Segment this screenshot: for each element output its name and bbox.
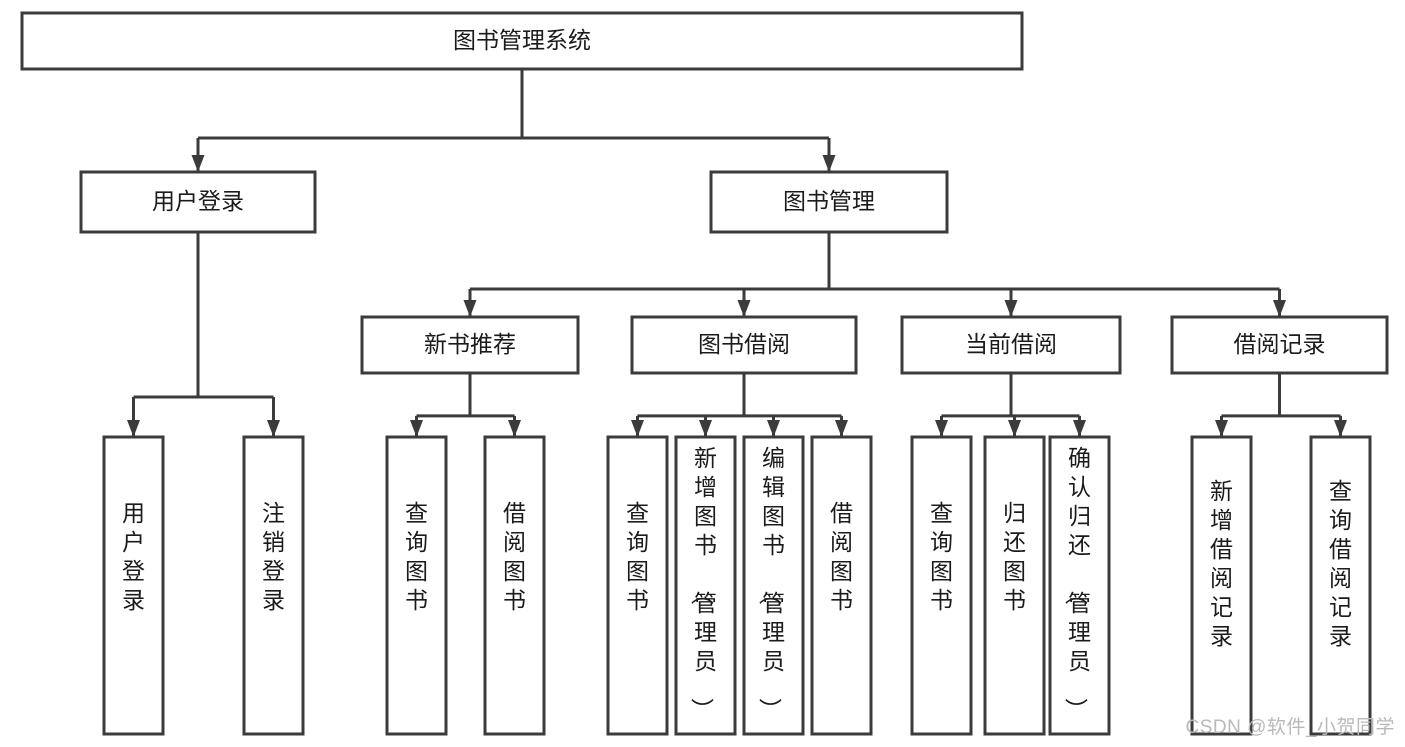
arrow-head-icon: [631, 420, 644, 437]
arrow-head-icon: [1004, 300, 1018, 317]
node-box-borrow-record: [1170, 315, 1389, 375]
node-leaf-query-book-2[interactable]: 查询图书: [606, 435, 669, 736]
node-box-leaf-borrow-book-2: [810, 435, 873, 736]
watermark-text: CSDN @软件_小贺同学: [1185, 717, 1395, 738]
node-box-leaf-user-login: [102, 435, 165, 736]
arrow-head-icon: [267, 420, 280, 437]
node-leaf-borrow-book-2[interactable]: 借阅图书: [810, 435, 873, 736]
arrow-head-icon: [1008, 420, 1021, 437]
node-leaf-user-login[interactable]: 用户登录: [102, 435, 165, 736]
edge-group-current-borrow: [935, 373, 1086, 437]
node-box-leaf-query-book-3: [910, 435, 973, 736]
edge-group-borrow-record: [1215, 373, 1347, 437]
node-box-leaf-query-book-2: [606, 435, 669, 736]
node-label-leaf-query-book-1: 查询图书: [405, 500, 428, 613]
node-borrow-record[interactable]: 借阅记录: [1170, 315, 1389, 375]
arrow-head-icon: [1273, 300, 1286, 317]
node-box-leaf-add-record: [1190, 435, 1253, 736]
node-leaf-edit-book[interactable]: 编辑图书（管理员）: [742, 435, 805, 736]
node-leaf-add-record[interactable]: 新增借阅记录: [1190, 435, 1253, 736]
node-label-leaf-query-book-3: 查询图书: [930, 500, 953, 613]
node-label-leaf-query-record: 查询借阅记录: [1329, 478, 1352, 649]
node-box-leaf-add-book: [674, 435, 737, 736]
arrow-head-icon: [1334, 420, 1347, 437]
node-leaf-query-book-3[interactable]: 查询图书: [910, 435, 973, 736]
node-label-leaf-return-book: 归还图书: [1003, 500, 1026, 613]
arrow-head-icon: [699, 420, 712, 437]
node-box-leaf-borrow-book-1: [483, 435, 546, 736]
node-box-leaf-return-book: [983, 435, 1046, 736]
node-label-root: 图书管理系统: [453, 27, 591, 53]
node-box-leaf-user-logout: [242, 435, 305, 736]
node-box-book-manage: [709, 170, 949, 234]
node-leaf-add-book[interactable]: 新增图书（管理员）: [674, 435, 737, 736]
arrow-head-icon: [767, 420, 780, 437]
node-label-borrow-record: 借阅记录: [1234, 331, 1326, 357]
node-box-leaf-edit-book: [742, 435, 805, 736]
node-label-current-borrow: 当前借阅: [965, 331, 1057, 357]
edge-group-new-book-rec: [410, 373, 521, 437]
node-box-book-borrow: [630, 315, 858, 375]
node-book-manage[interactable]: 图书管理: [709, 170, 949, 234]
arrow-head-icon: [737, 300, 751, 317]
arrow-head-icon: [191, 155, 205, 172]
node-leaf-confirm-return[interactable]: 确认归还（管理员）: [1048, 435, 1111, 736]
node-leaf-return-book[interactable]: 归还图书: [983, 435, 1046, 736]
node-leaf-borrow-book-1[interactable]: 借阅图书: [483, 435, 546, 736]
node-leaf-user-logout[interactable]: 注销登录: [242, 435, 305, 736]
nodes-layer: 图书管理系统用户登录图书管理新书推荐图书借阅当前借阅借阅记录用户登录注销登录查询…: [20, 11, 1389, 736]
node-label-leaf-borrow-book-2: 借阅图书: [830, 500, 853, 613]
arrow-head-icon: [127, 420, 140, 437]
arrow-head-icon: [822, 155, 836, 172]
node-label-leaf-query-book-2: 查询图书: [626, 500, 649, 613]
node-label-leaf-confirm-return: 确认归还（管理员）: [1063, 445, 1091, 721]
arrow-head-icon: [463, 300, 477, 317]
node-box-user-login: [79, 170, 317, 234]
node-user-login[interactable]: 用户登录: [79, 170, 317, 234]
node-current-borrow[interactable]: 当前借阅: [900, 315, 1122, 375]
node-box-leaf-query-record: [1309, 435, 1372, 736]
node-label-new-book-rec: 新书推荐: [424, 331, 516, 357]
node-new-book-rec[interactable]: 新书推荐: [360, 315, 580, 375]
node-label-book-manage: 图书管理: [783, 188, 875, 214]
arrow-head-icon: [935, 420, 948, 437]
arrow-head-icon: [835, 420, 848, 437]
node-label-book-borrow: 图书借阅: [698, 331, 790, 357]
node-box-leaf-query-book-1: [385, 435, 448, 736]
node-leaf-query-book-1[interactable]: 查询图书: [385, 435, 448, 736]
node-box-current-borrow: [900, 315, 1122, 375]
arrow-head-icon: [410, 420, 423, 437]
node-label-leaf-edit-book: 编辑图书（管理员）: [757, 445, 785, 721]
node-book-borrow[interactable]: 图书借阅: [630, 315, 858, 375]
node-box-leaf-confirm-return: [1048, 435, 1111, 736]
edge-group-root: [191, 69, 836, 172]
arrow-head-icon: [1215, 420, 1228, 437]
connectors-layer: [127, 69, 1347, 437]
node-label-leaf-add-book: 新增图书（管理员）: [689, 445, 717, 721]
edge-group-book-manage: [463, 232, 1286, 317]
node-label-leaf-borrow-book-1: 借阅图书: [503, 500, 526, 613]
node-label-user-login: 用户登录: [152, 188, 244, 214]
arrow-head-icon: [1073, 420, 1086, 437]
node-root[interactable]: 图书管理系统: [20, 11, 1024, 71]
edge-group-user-login: [127, 232, 280, 437]
node-box-root: [20, 11, 1024, 71]
arrow-head-icon: [508, 420, 521, 437]
node-label-leaf-user-login: 用户登录: [122, 500, 145, 613]
node-leaf-query-record[interactable]: 查询借阅记录: [1309, 435, 1372, 736]
node-label-leaf-user-logout: 注销登录: [262, 500, 285, 613]
node-label-leaf-add-record: 新增借阅记录: [1210, 478, 1233, 649]
edge-group-book-borrow: [631, 373, 848, 437]
node-box-new-book-rec: [360, 315, 580, 375]
